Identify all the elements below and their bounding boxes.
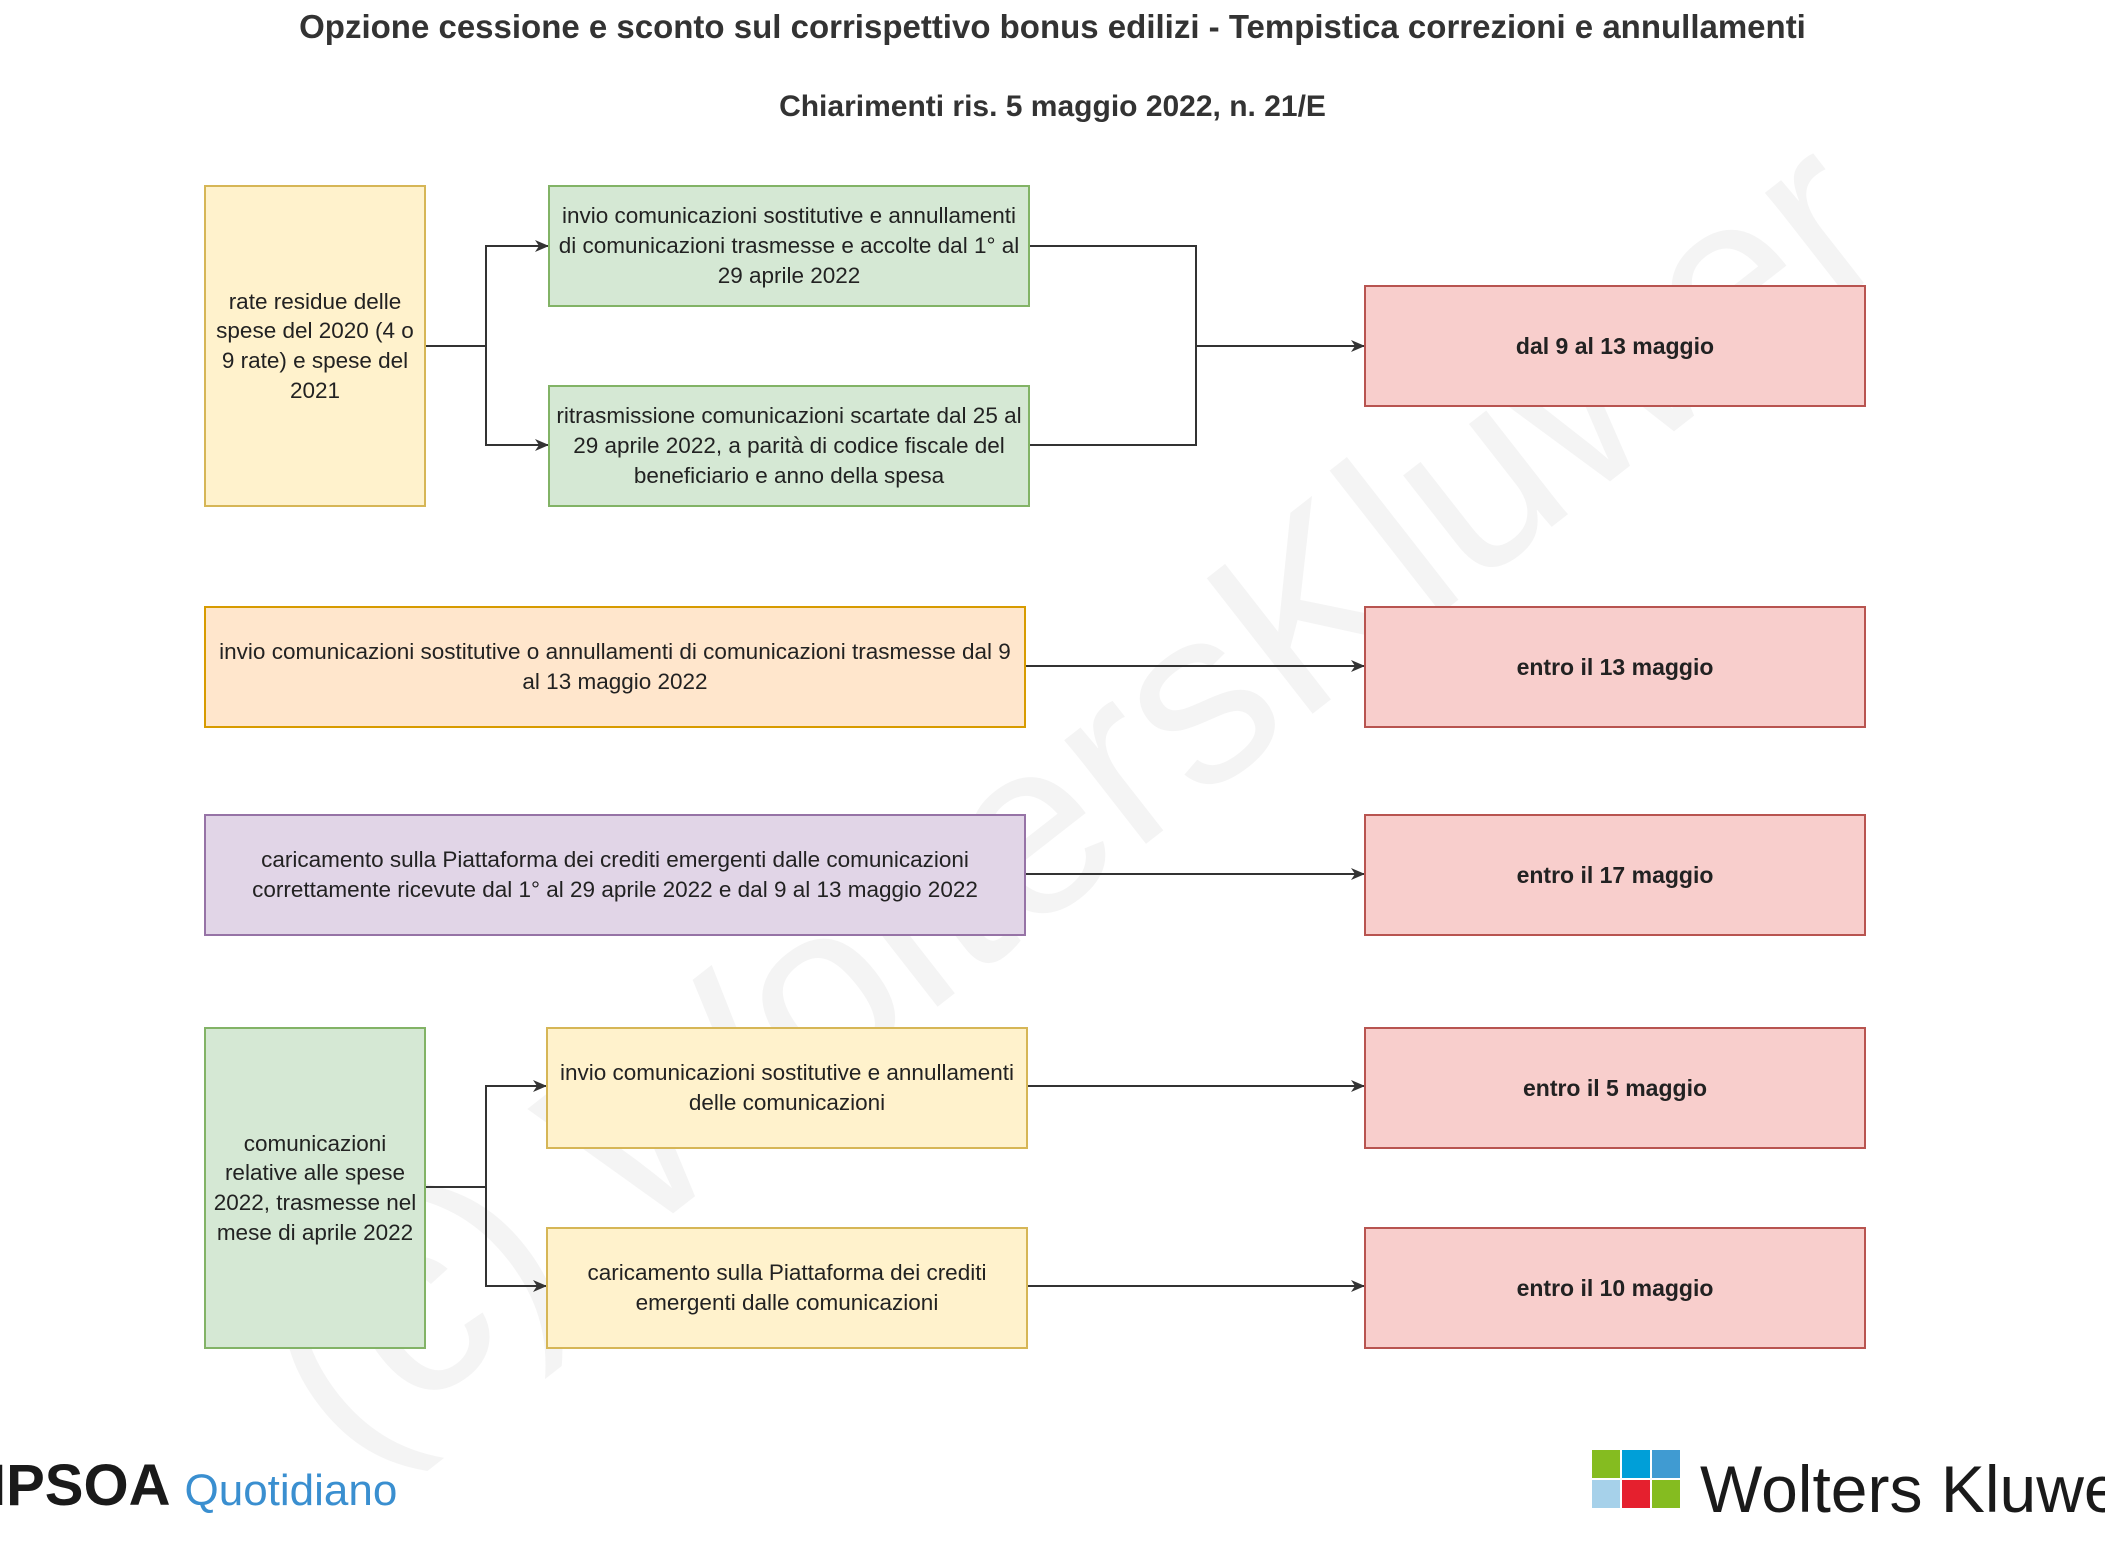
- wolters-kluwer-logo: Wolters Kluwer: [1590, 1448, 2105, 1540]
- deadline-entro-13-maggio: entro il 13 maggio: [1364, 606, 1866, 728]
- deadline-entro-17-maggio: entro il 17 maggio: [1364, 814, 1866, 936]
- node-rate-residue: rate residue delle spese del 2020 (4 o 9…: [204, 185, 426, 507]
- diagram-title: Opzione cessione e sconto sul corrispett…: [299, 8, 1806, 45]
- connector-g4-source-to-a: [425, 1080, 547, 1188]
- diagram-subtitle: Chiarimenti ris. 5 maggio 2022, n. 21/E: [779, 90, 1326, 123]
- ipsoa-quotidiano-logo: IPSOA Quotidiano: [0, 1452, 397, 1519]
- connector-g1-source-to-a: [425, 240, 549, 347]
- quotidiano-brand: Quotidiano: [184, 1466, 398, 1515]
- connector-g1-a-merge: [1030, 245, 1197, 446]
- wolters-kluwer-logo-icon: [1592, 1450, 1680, 1508]
- deadline-entro-5-maggio: entro il 5 maggio: [1364, 1027, 1866, 1149]
- connector-g1-source-to-b: [485, 346, 549, 451]
- connector-g4-source-to-b: [485, 1187, 547, 1292]
- node-invio-sostitutive-annullamenti: invio comunicazioni sostitutive e annull…: [546, 1027, 1028, 1149]
- node-comunicazioni-spese-2022: comunicazioni relative alle spese 2022, …: [204, 1027, 426, 1349]
- deadline-entro-10-maggio: entro il 10 maggio: [1364, 1227, 1866, 1349]
- node-invio-sostitutive-9-13-maggio: invio comunicazioni sostitutive o annull…: [204, 606, 1026, 728]
- deadline-dal-9-al-13-maggio: dal 9 al 13 maggio: [1364, 285, 1866, 407]
- connector-lines: [425, 240, 1365, 1292]
- node-caricamento-piattaforma-crediti: caricamento sulla Piattaforma dei credit…: [204, 814, 1026, 936]
- wolters-kluwer-wordmark: Wolters Kluwer: [1700, 1452, 2105, 1526]
- node-ritrasmissione-scartate: ritrasmissione comunicazioni scartate da…: [548, 385, 1030, 507]
- node-caricamento-piattaforma: caricamento sulla Piattaforma dei credit…: [546, 1227, 1028, 1349]
- ipsoa-brand: IPSOA: [0, 1453, 171, 1518]
- node-invio-sostitutive-accolte: invio comunicazioni sostitutive e annull…: [548, 185, 1030, 307]
